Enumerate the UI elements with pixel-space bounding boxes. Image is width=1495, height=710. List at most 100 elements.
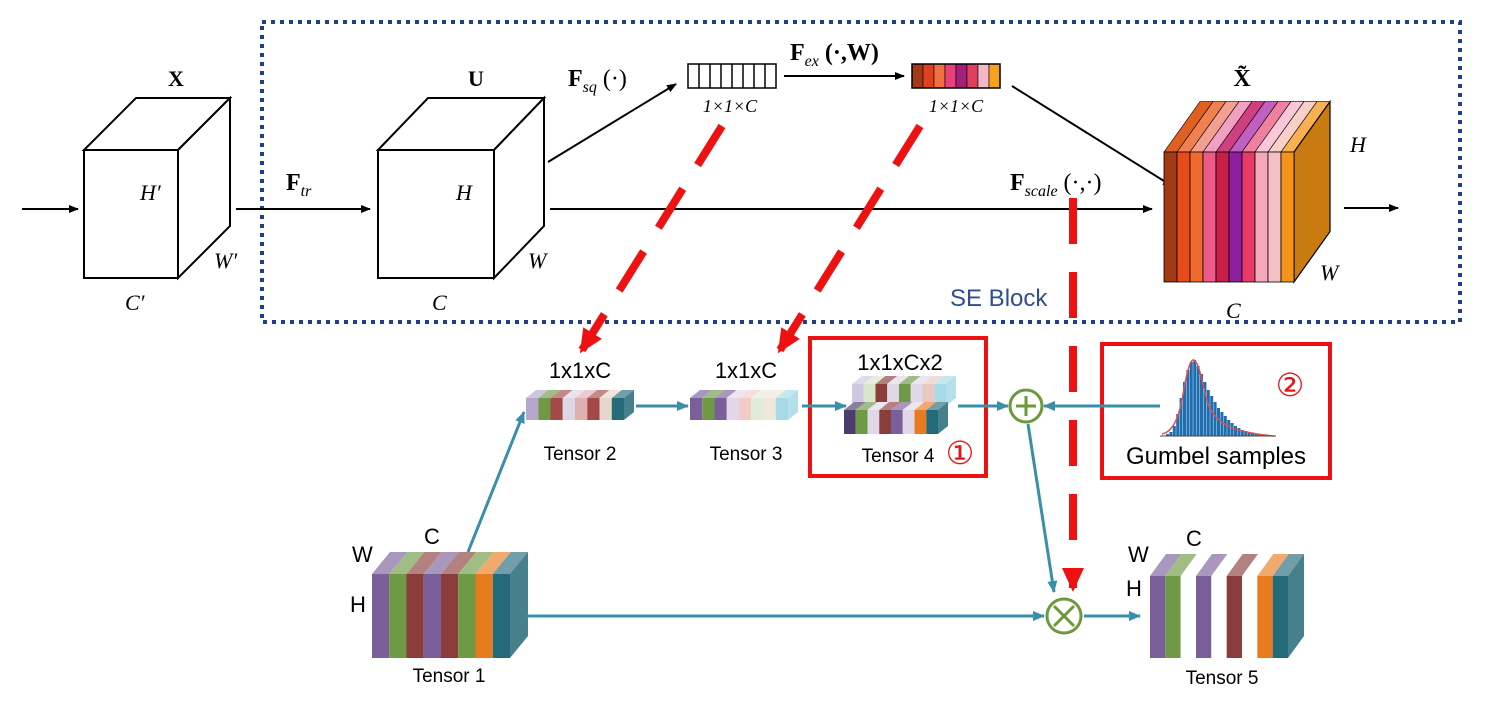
histogram-bar xyxy=(1196,366,1200,436)
tensor-2 xyxy=(526,390,634,420)
histogram-bar xyxy=(1244,431,1248,436)
tensor-4-upper-channel xyxy=(863,384,876,406)
histogram-bar xyxy=(1200,374,1203,436)
tensor-4-lower-top-strip xyxy=(891,402,913,410)
tensor-5-top-strip xyxy=(1196,554,1228,576)
tensor-2-channel xyxy=(599,398,612,420)
input-cube-c-label: C′ xyxy=(125,290,146,315)
tensor-3-side xyxy=(788,390,798,420)
tensor-4-lower-top-strip xyxy=(914,402,937,410)
histogram-bar xyxy=(1237,428,1241,436)
fscale-label: Fscale (·,·) xyxy=(1010,170,1102,200)
histogram-bar xyxy=(1172,426,1176,436)
output-cube-h-label: H xyxy=(1349,132,1367,157)
tensor-4-upper-top-strip xyxy=(910,376,933,384)
tensor-1-top-strip xyxy=(458,552,494,574)
tensor-3-channel xyxy=(702,398,715,420)
fex-label: Fex (·,W) xyxy=(790,40,879,70)
histogram-bar xyxy=(1179,398,1183,436)
tensor-5-channel xyxy=(1211,576,1227,658)
histogram-bar xyxy=(1203,382,1207,436)
tensor-5-channel xyxy=(1165,576,1181,658)
tensor-4-upper-channel xyxy=(875,384,888,406)
tensor-1-channel xyxy=(458,574,476,658)
gumbel-marker: ② xyxy=(1276,367,1305,403)
tensor-4-upper-top-strip xyxy=(875,376,898,384)
tensor-4-upper-top-strip xyxy=(852,376,874,384)
ftr-label: Ftr xyxy=(286,170,312,200)
tensor-5-top-strip xyxy=(1272,554,1304,576)
tensor-5-channel xyxy=(1272,576,1288,658)
output-cube-label: X̃ xyxy=(1233,66,1251,92)
squeeze-vector xyxy=(687,63,777,89)
tensor-4-lower-top-strip xyxy=(879,402,901,410)
input-cube-x xyxy=(81,95,233,281)
histogram-bar xyxy=(1183,382,1186,436)
tensor-4-upper-channel xyxy=(899,384,911,406)
tensor-3-top-strip xyxy=(702,390,725,398)
tensor-1-top-strip xyxy=(441,552,477,574)
histogram-bar xyxy=(1247,432,1251,436)
tensor-2-channel xyxy=(526,398,539,420)
add-operator xyxy=(1008,388,1044,424)
output-cube-channel xyxy=(1241,151,1256,283)
histogram-bar xyxy=(1206,390,1210,436)
tensor-4-upper-channel xyxy=(910,384,923,406)
tensor-3-channel xyxy=(751,398,764,420)
histogram-bar xyxy=(1254,434,1258,436)
tensor-4-lower-top-strip xyxy=(855,402,878,410)
fsq-arrow xyxy=(547,83,677,163)
tensor-4-lower-top-strip xyxy=(926,402,948,410)
tensor-4-lower-channel xyxy=(891,410,903,434)
tensor-4-upper-side xyxy=(946,376,956,406)
tensor-2-channel xyxy=(611,398,624,420)
tensor-4-upper-channel xyxy=(934,384,946,406)
input-cube-h-label: H′ xyxy=(139,180,162,205)
tensor-1-side xyxy=(510,552,528,658)
tensor-5-channel xyxy=(1226,576,1242,658)
output-cube-channel xyxy=(1202,151,1217,283)
tensor-1-top-strip xyxy=(372,552,408,574)
tensor-3-channel xyxy=(775,398,788,420)
tensor-2-top-strip xyxy=(562,390,585,398)
input-cube-w-label: W′ xyxy=(214,248,238,273)
tensor-1-channel xyxy=(441,574,459,658)
gumbel-density-curve xyxy=(1161,359,1275,437)
histogram-bar xyxy=(1169,432,1173,436)
tensor-5-channel xyxy=(1257,576,1273,658)
tensor-2-channel xyxy=(562,398,575,420)
tensor-3-top-strip xyxy=(775,390,798,398)
tensor-2-top-strip xyxy=(599,390,622,398)
flow-plus-to-times xyxy=(1026,423,1058,593)
tensor-4-upper-top-strip xyxy=(934,376,956,384)
tensor-5-top-strip xyxy=(1165,554,1197,576)
tensor-2-channel xyxy=(538,398,551,420)
tensor-5-top-strip xyxy=(1257,554,1289,576)
excitation-cell xyxy=(988,63,1001,89)
gumbel-label: Gumbel samples xyxy=(1126,443,1306,470)
tensor-5-channel xyxy=(1242,576,1258,658)
tensor-4-lower-channel xyxy=(855,410,868,434)
output-cube-channel xyxy=(1280,151,1295,283)
tensor-5-w-label: W xyxy=(1128,542,1149,567)
tensor-4-lower-channel xyxy=(844,410,856,434)
tensor-2-channel xyxy=(587,398,600,420)
tensor-3-channel xyxy=(763,398,776,420)
output-cube xyxy=(1163,99,1331,284)
histogram-bar xyxy=(1210,396,1214,436)
fsq-label: Fsq (·) xyxy=(568,66,627,96)
output-cube-c-label: C xyxy=(1226,298,1241,323)
tensor-1-top-strip xyxy=(475,552,511,574)
tensor-2-side xyxy=(624,390,634,420)
tensor-1-channel xyxy=(372,574,390,658)
tensor-5-side xyxy=(1288,554,1304,658)
tensor-1-top-strip xyxy=(406,552,442,574)
tensor-1-label: Tensor 1 xyxy=(413,666,486,687)
tensor-4-upper-top-strip xyxy=(863,376,886,384)
excitation-vector xyxy=(911,63,1001,89)
tensor-5-channel xyxy=(1150,576,1166,658)
vec2-to-output-arrow xyxy=(1011,85,1173,187)
output-cube-channel xyxy=(1163,151,1178,283)
middle-cube-h-label: H xyxy=(455,180,473,205)
tensor-4-label: Tensor 4 xyxy=(862,446,935,467)
